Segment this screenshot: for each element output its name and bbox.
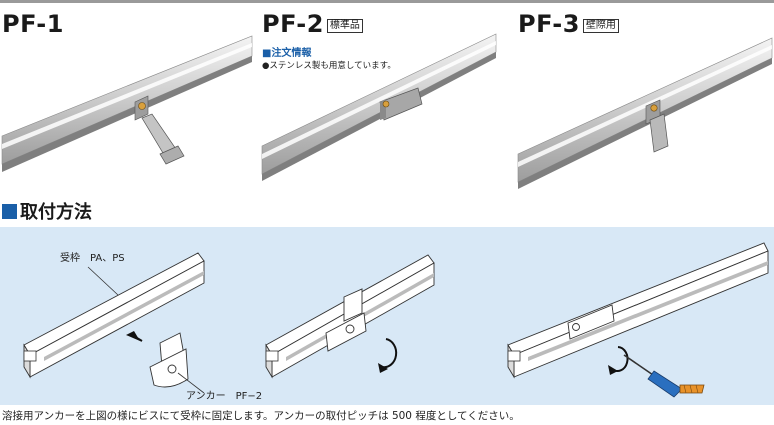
pf2-illustration [261,33,497,181]
installation-caption: 溶接用アンカーを上図の様にビスにて受枠に固定します。アンカーの取付ピッチは 50… [2,410,520,422]
product-code: PF-1 [2,10,64,38]
product-code: PF-2 [262,10,324,38]
installation-diagram-panel: 受枠 PA、PS アンカー PF−2 [0,227,774,405]
product-pf1: PF-1 [1,6,254,191]
wall-edge-badge: 壁際用 [582,19,619,33]
anchor-label: アンカー PF−2 [186,391,263,402]
step3-illustration [507,242,769,398]
pf1-illustration [1,35,253,172]
section-title: 取付方法 [20,202,92,223]
order-info-text: ●ステンレス製も用意しています。 [262,61,396,71]
pf3-illustration [517,37,773,189]
step1-illustration [23,252,205,394]
frame-label: 受枠 PA、PS [60,253,125,264]
heading-square-icon [2,204,17,219]
section-heading: 取付方法 [2,198,92,224]
top-divider [0,0,774,3]
step2-illustration [265,254,435,379]
order-info-label: ■注文情報 [262,48,312,59]
standard-badge: 標準品 [326,19,363,33]
product-title: PF-1 [2,10,64,38]
product-code: PF-3 [518,10,580,38]
